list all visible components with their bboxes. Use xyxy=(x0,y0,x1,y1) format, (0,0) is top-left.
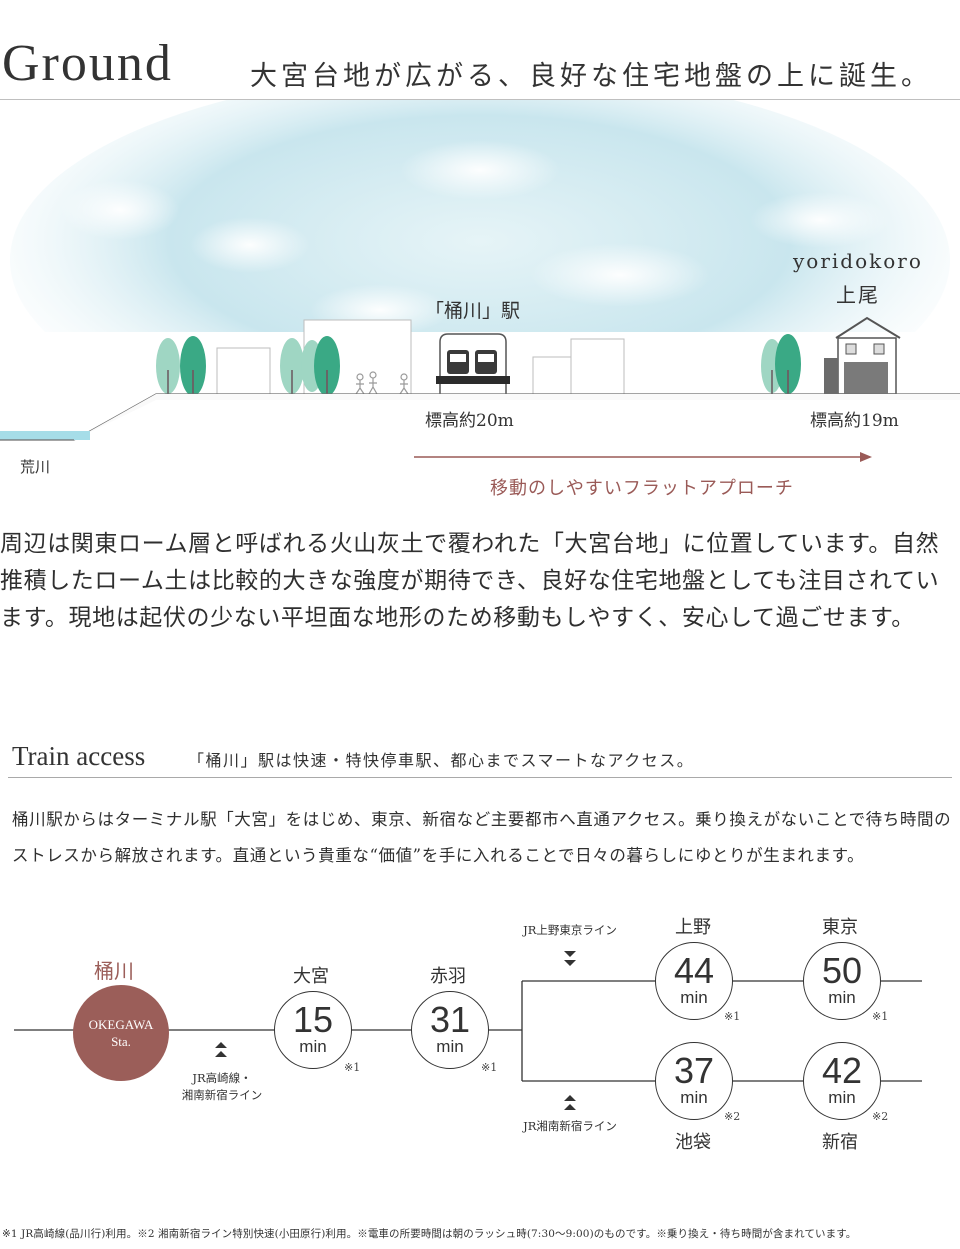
tree-icon xyxy=(761,334,801,394)
note-shinjuku: ※2 xyxy=(872,1110,889,1123)
station-name-akabane: 赤羽 xyxy=(430,966,466,987)
arrow-up-icon xyxy=(564,1095,576,1110)
line-label-takasaki: JR高崎線・ 湘南新宿ライン xyxy=(181,1071,263,1102)
origin-station-name: 桶川 xyxy=(94,959,134,983)
note-tokyo: ※1 xyxy=(872,1010,889,1023)
tree-icon xyxy=(280,336,340,396)
arrow-up-icon xyxy=(215,1042,227,1057)
river xyxy=(0,431,90,440)
note-ueno: ※1 xyxy=(724,1010,741,1023)
train-access-title: Train access xyxy=(12,741,146,771)
station-label: 「桶川」駅 xyxy=(425,300,521,322)
note-akabane: ※1 xyxy=(481,1061,498,1074)
flat-approach-arrow xyxy=(414,452,872,462)
train-divider xyxy=(8,777,952,778)
cloud xyxy=(190,217,310,273)
station-name-shinjuku: 新宿 xyxy=(822,1132,858,1153)
train-description: 桶川駅からはターミナル駅「大宮」をはじめ、東京、新宿など主要都市へ直通アクセス。… xyxy=(12,810,952,865)
note-ikebukuro: ※2 xyxy=(724,1110,741,1123)
ageo-label: 上尾 xyxy=(836,283,880,307)
station-elevation: 標高約20m xyxy=(425,411,514,431)
flat-approach-label: 移動のしやすいフラットアプローチ xyxy=(490,478,794,499)
time-circle-ikebukuro: 37 min xyxy=(655,1042,733,1120)
house-elevation: 標高約19m xyxy=(810,411,899,431)
ground-illustration xyxy=(0,100,960,510)
time-circle-shinjuku: 42 min xyxy=(803,1042,881,1120)
time-circle-tokyo: 50 min xyxy=(803,942,881,1020)
train-access-subtitle: 「桶川」駅は快速・特快停車駅、都心までスマートなアクセス。 xyxy=(188,751,695,770)
origin-station-badge: OKEGAWA Sta. xyxy=(73,985,169,1081)
origin-en-name: OKEGAWA xyxy=(88,1017,154,1032)
people-icon xyxy=(355,371,409,395)
time-circle-omiya: 15 min xyxy=(274,991,352,1069)
line-label-shonan: JR湘南新宿ライン xyxy=(523,1119,617,1133)
station-name-ikebukuro: 池袋 xyxy=(675,1132,711,1153)
cloud xyxy=(60,180,180,240)
ground-fill xyxy=(74,394,960,440)
footnote: ※1 JR高崎線(品川行)利用。※2 湘南新宿ライン特別快速(小田原行)利用。※… xyxy=(2,1228,857,1240)
arrow-down-icon xyxy=(564,951,576,966)
cloud xyxy=(530,243,710,307)
ground-description: 周辺は関東ローム層と呼ばれる火山灰土で覆われた「大宮台地」に位置しています。自然… xyxy=(0,531,940,631)
station-name-ueno: 上野 xyxy=(675,917,711,938)
origin-en-suffix: Sta. xyxy=(111,1034,131,1049)
building xyxy=(216,347,271,395)
cloud xyxy=(400,140,560,200)
cloud xyxy=(750,192,890,248)
yoridokoro-label: yoridokoro xyxy=(793,249,923,273)
tree-icon xyxy=(156,336,206,396)
ground-title: Ground xyxy=(2,35,173,92)
note-omiya: ※1 xyxy=(344,1061,361,1074)
building xyxy=(570,338,625,395)
station-icon xyxy=(436,333,510,394)
station-name-omiya: 大宮 xyxy=(293,966,329,987)
time-circle-ueno: 44 min xyxy=(655,942,733,1020)
line-label-ueno-tokyo: JR上野東京ライン xyxy=(523,923,617,937)
time-circle-akabane: 31 min xyxy=(411,991,489,1069)
ground-subtitle: 大宮台地が広がる、良好な住宅地盤の上に誕生。 xyxy=(250,61,932,92)
river-label: 荒川 xyxy=(20,458,51,476)
station-name-tokyo: 東京 xyxy=(822,917,858,938)
house-icon xyxy=(824,316,901,395)
